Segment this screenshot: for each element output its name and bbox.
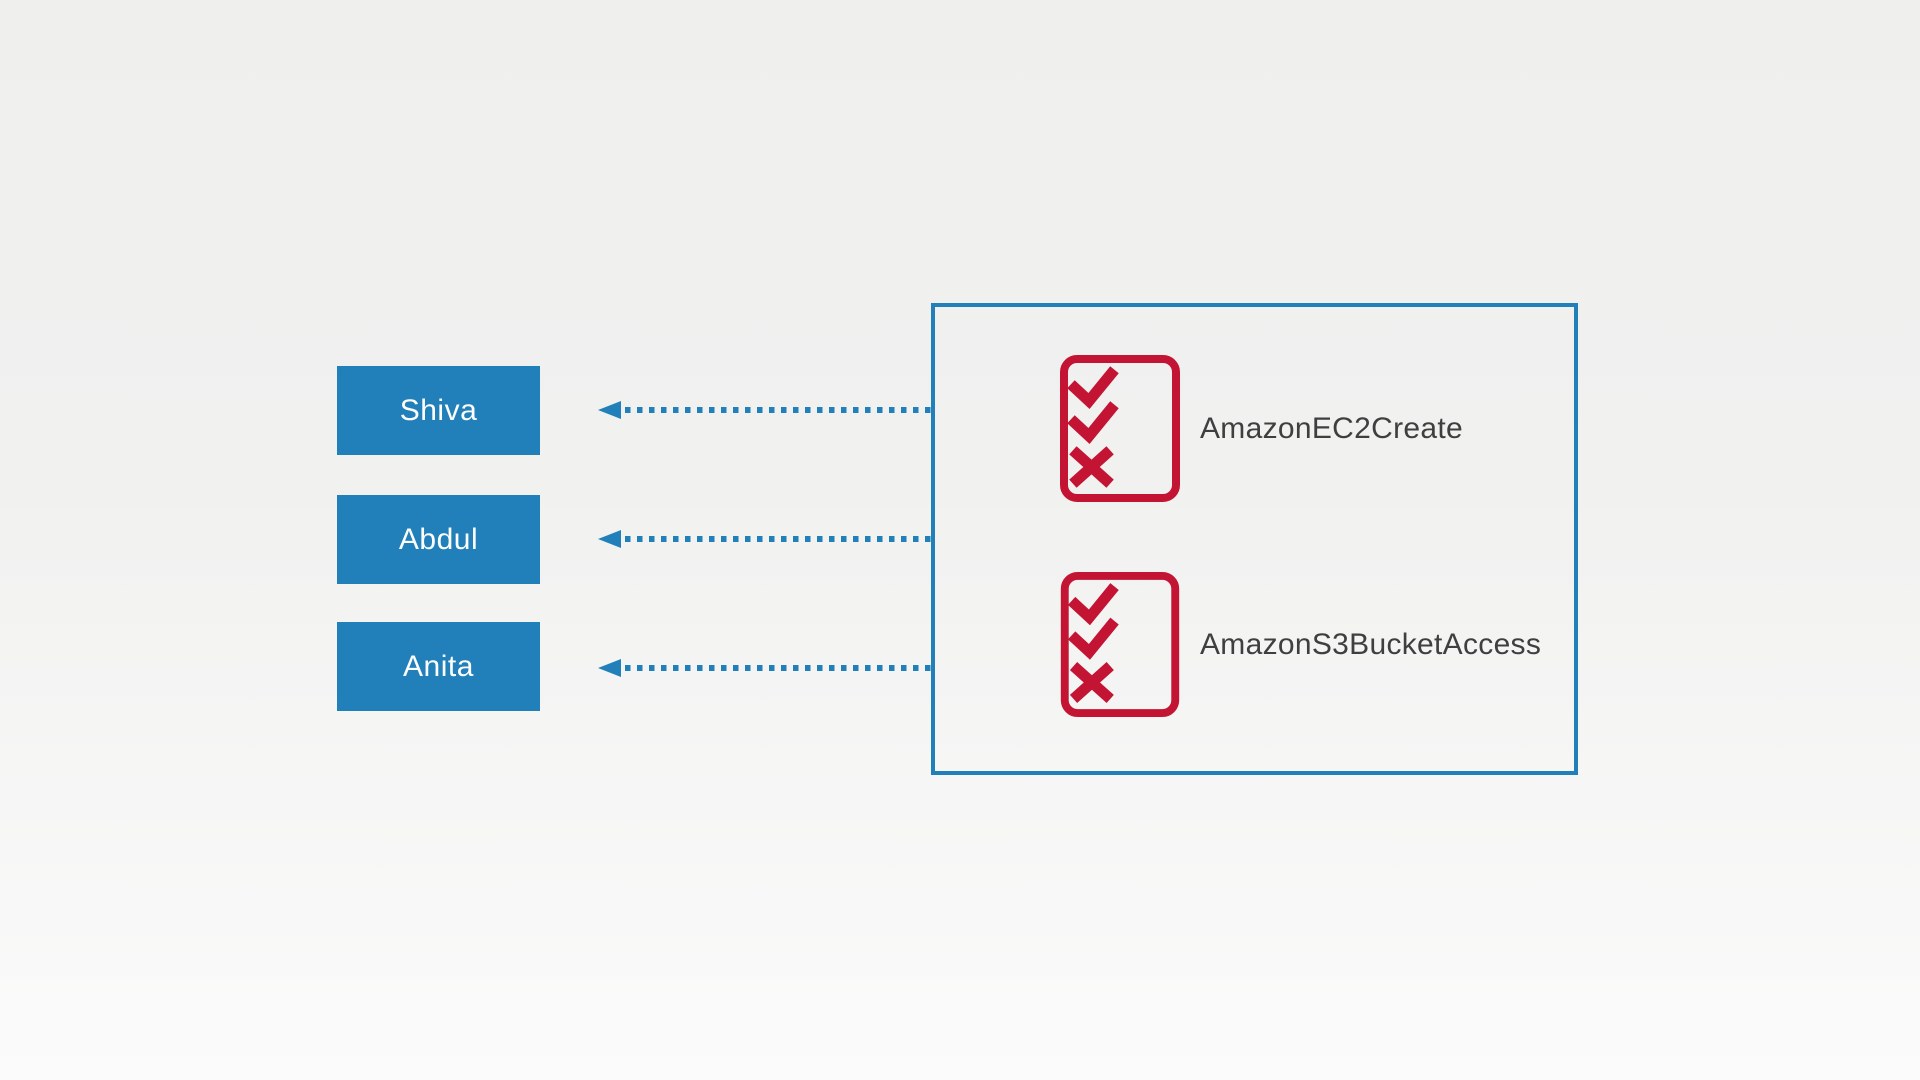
user-node-shiva: Shiva	[337, 366, 540, 455]
policy-item-s3: AmazonS3BucketAccess	[1060, 572, 1541, 717]
user-node-label: Abdul	[398, 522, 479, 556]
user-node-abdul: Abdul	[337, 495, 540, 584]
policy-label: AmazonS3BucketAccess	[1200, 627, 1542, 661]
policy-label: AmazonEC2Create	[1200, 411, 1463, 445]
user-node-anita: Anita	[337, 622, 540, 711]
user-node-label: Anita	[403, 649, 474, 683]
policy-item-ec2: AmazonEC2Create	[1060, 355, 1463, 502]
policies-container-box: AmazonEC2Create AmazonS3BucketAccess	[931, 303, 1578, 775]
dotted-arrow-left-icon	[598, 401, 931, 419]
checklist-icon	[1060, 355, 1180, 502]
dotted-arrow-left-icon	[598, 530, 931, 548]
dotted-arrow-left-icon	[598, 659, 931, 677]
checklist-icon	[1060, 572, 1180, 717]
user-node-label: Shiva	[399, 393, 478, 427]
